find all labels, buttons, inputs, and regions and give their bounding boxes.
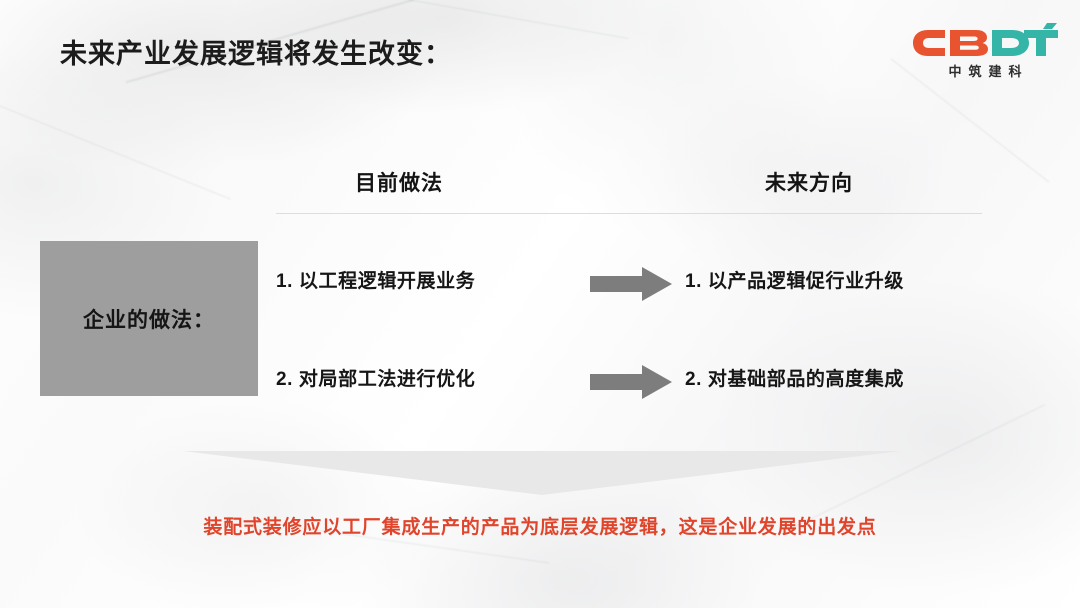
company-logo: 中筑建科 xyxy=(912,22,1058,78)
row-1-current: 1. 以工程逻辑开展业务 xyxy=(276,271,476,292)
column-header-future: 未来方向 xyxy=(765,172,853,195)
row-1-future: 1. 以产品逻辑促行业升级 xyxy=(685,271,904,292)
right-arrow-icon xyxy=(590,365,672,399)
right-arrow-icon xyxy=(590,267,672,301)
row-label-text: 企业的做法： xyxy=(83,308,215,332)
column-header-current: 目前做法 xyxy=(355,172,443,195)
row-2-current: 2. 对局部工法进行优化 xyxy=(276,369,476,390)
conclusion-text: 装配式装修应以工厂集成生产的产品为底层发展逻辑，这是企业发展的出发点 xyxy=(203,517,877,538)
cbdt-wordmark-icon xyxy=(913,23,1058,56)
header-divider xyxy=(276,213,982,214)
slide-title: 未来产业发展逻辑将发生改变： xyxy=(60,39,452,69)
table-row: 1. 以工程逻辑开展业务 1. 以产品逻辑促行业升级 xyxy=(276,262,982,302)
down-chevron-icon xyxy=(183,451,901,495)
row-label-box: 企业的做法： xyxy=(40,241,258,396)
logo-subtitle: 中筑建科 xyxy=(948,64,1029,79)
table-row: 2. 对局部工法进行优化 2. 对基础部品的高度集成 xyxy=(276,360,982,400)
row-2-future: 2. 对基础部品的高度集成 xyxy=(685,369,904,390)
